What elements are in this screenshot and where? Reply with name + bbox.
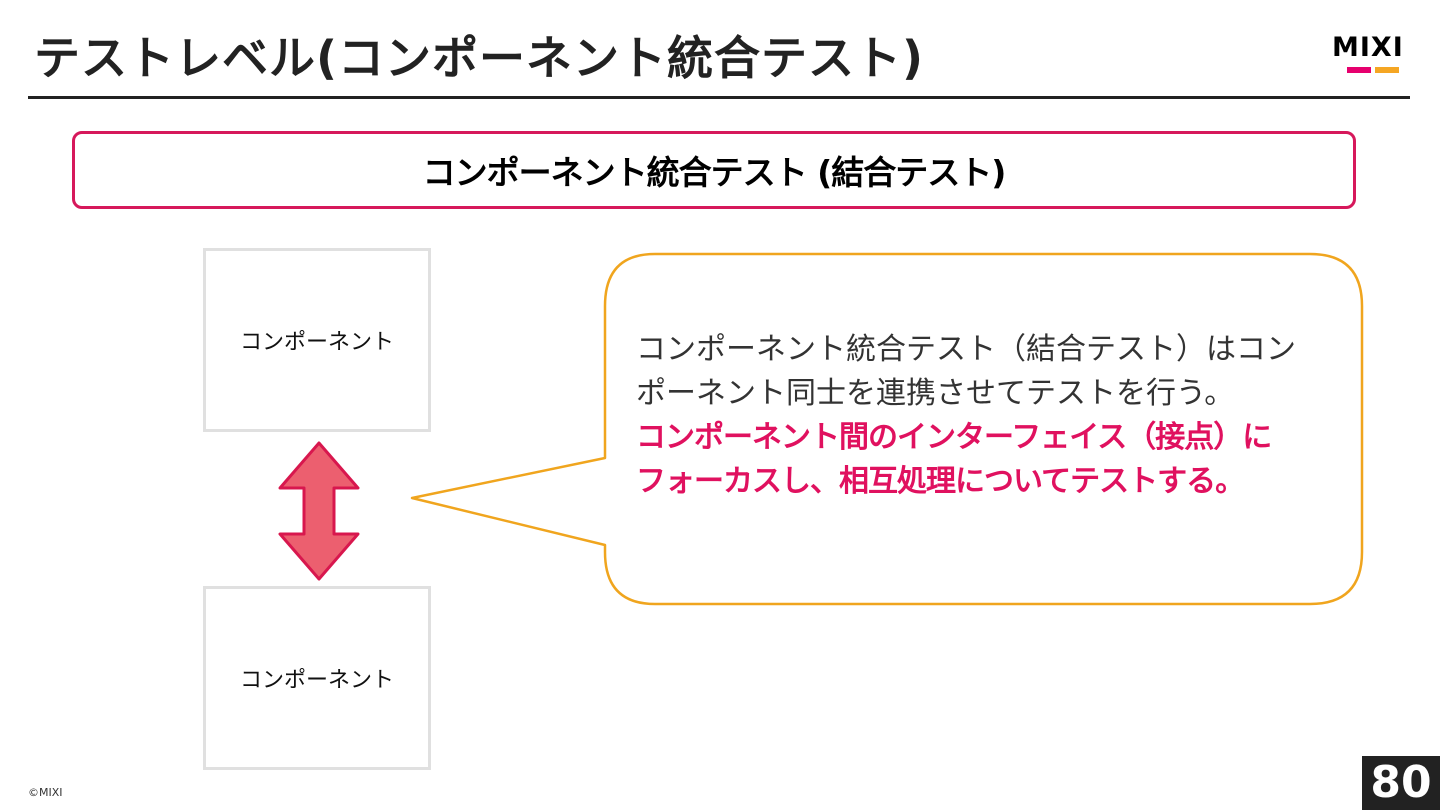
callout-emphasis-line: フォーカスし、相互処理についてテストする。 [636, 464, 1245, 499]
double-arrow-shape [278, 441, 360, 581]
logo-text: MIXI [1332, 32, 1404, 63]
component-label-bottom: コンポーネント [239, 668, 394, 693]
speech-callout-outline [410, 252, 1364, 606]
mixi-logo: MIXI [1332, 34, 1412, 76]
section-heading-box: コンポーネント統合テスト (結合テスト) [72, 131, 1356, 209]
slide-title: テストレベル(コンポーネント統合テスト) [34, 31, 925, 85]
double-arrow-icon [278, 441, 360, 581]
component-box-bottom: コンポーネント [203, 586, 431, 770]
component-box-top: コンポーネント [203, 248, 431, 432]
speech-callout [410, 252, 1364, 606]
section-heading: コンポーネント統合テスト (結合テスト) [422, 153, 1007, 192]
component-label-top: コンポーネント [239, 330, 394, 355]
title-divider [28, 96, 1410, 99]
logo-orange-bar [1375, 67, 1399, 73]
callout-emphasis-line: コンポーネント間のインターフェイス（接点）に [636, 420, 1272, 455]
copyright-notice: ©MIXI [28, 786, 63, 799]
page-number: 80 [1362, 756, 1440, 810]
callout-text: コンポーネント統合テスト（結合テスト）はコン ポーネント同士を連携させてテストを… [636, 328, 1336, 504]
logo-pink-bar [1347, 67, 1371, 73]
callout-line: ポーネント同士を連携させてテストを行う。 [636, 376, 1235, 411]
callout-line: コンポーネント統合テスト（結合テスト）はコン [636, 332, 1296, 367]
